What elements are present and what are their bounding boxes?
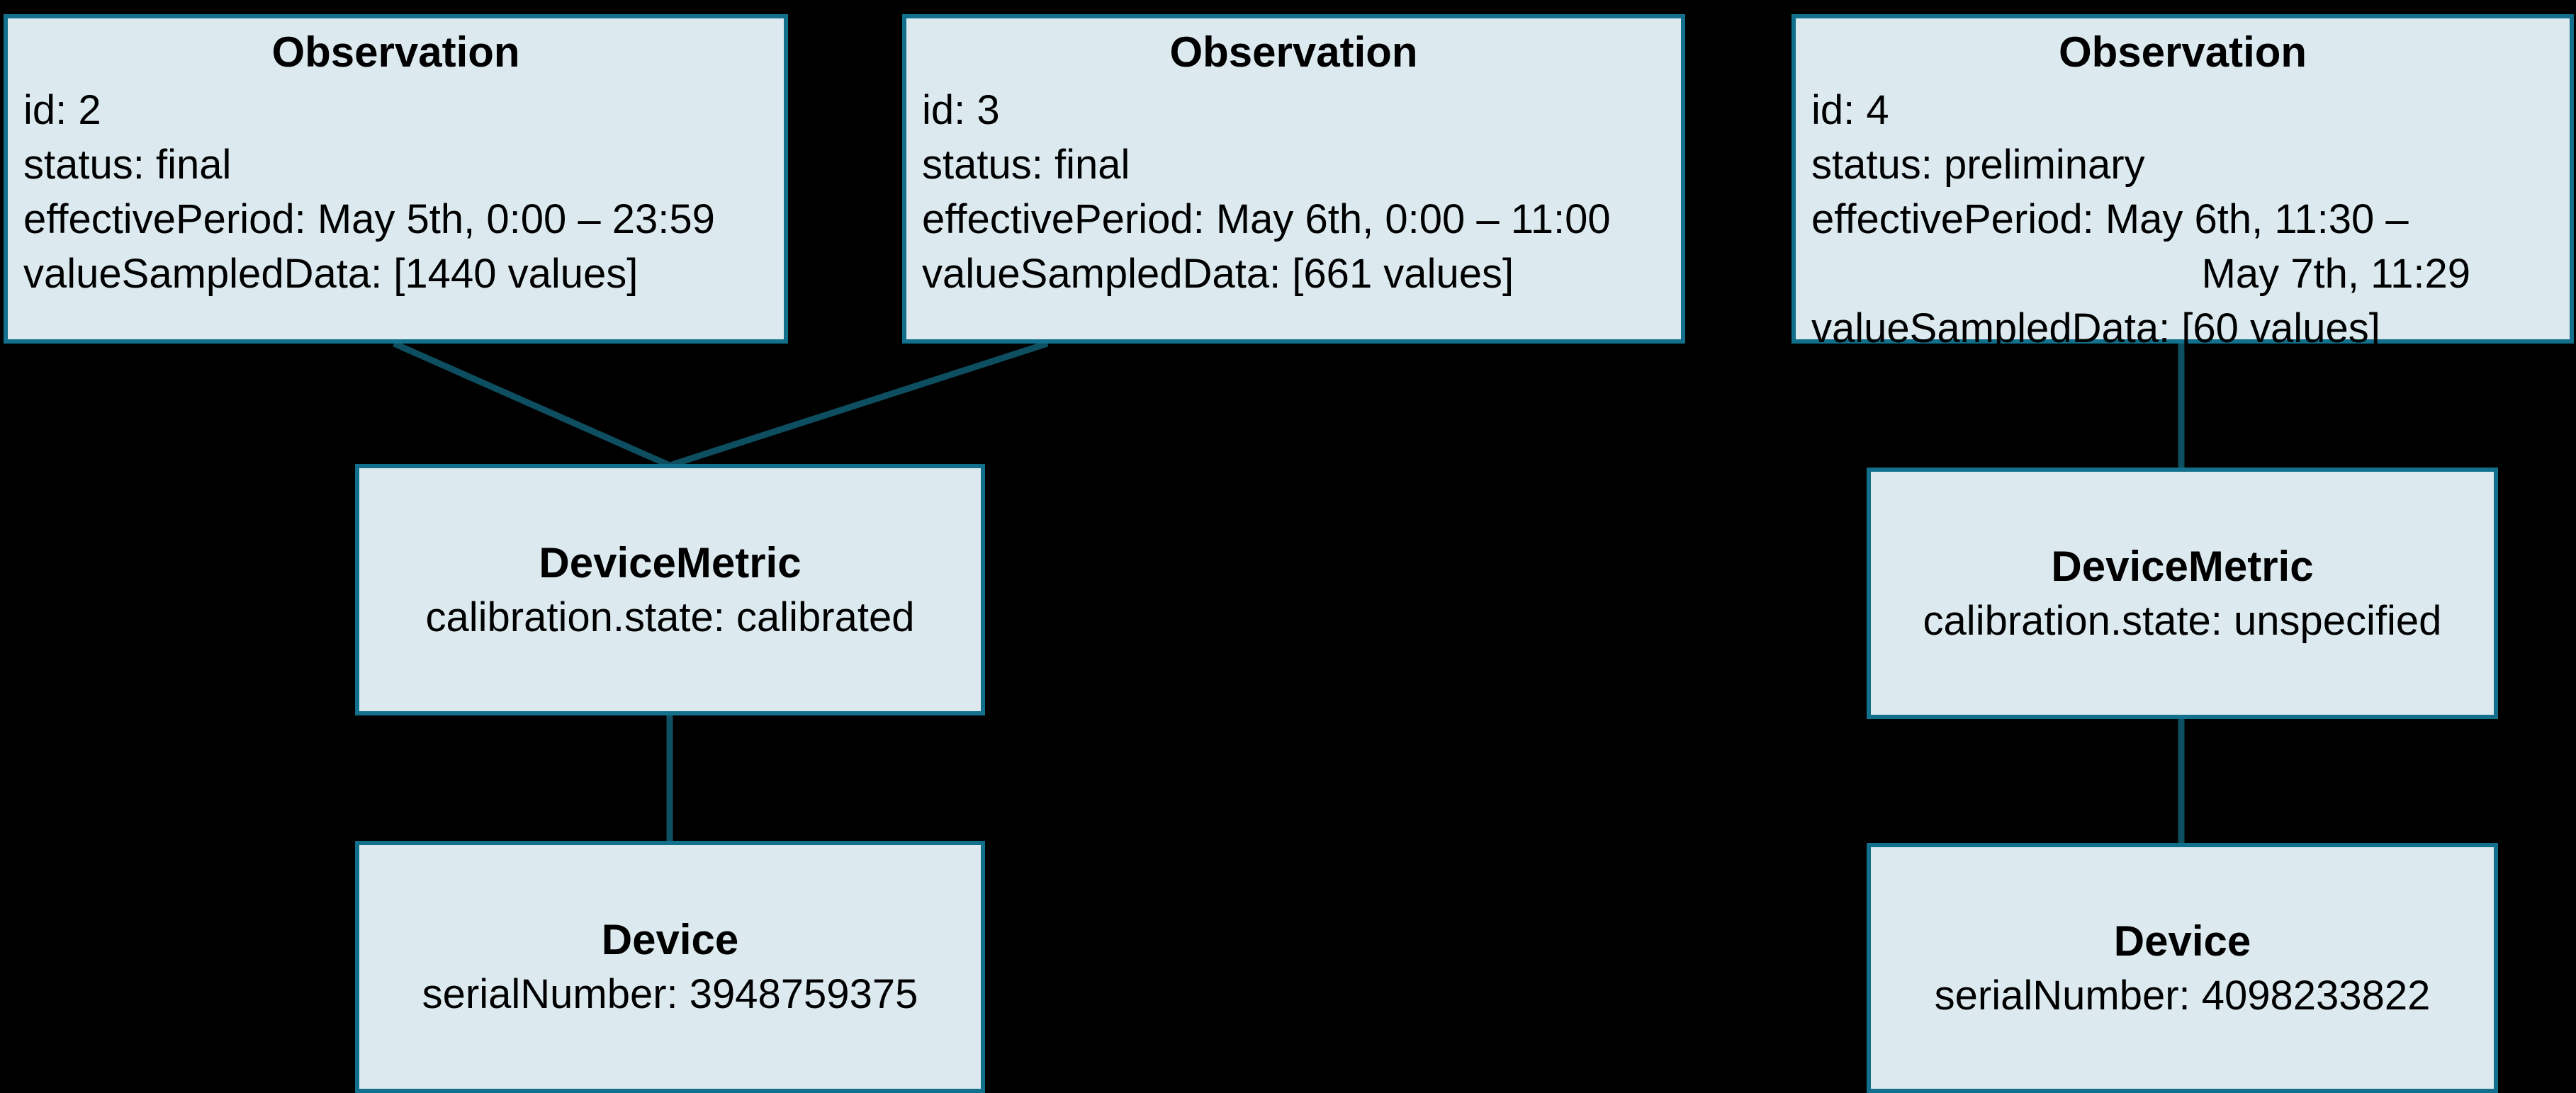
node-device-left[interactable]: Device serialNumber: 3948759375 [355,841,985,1093]
field-status: status: preliminary [1811,141,2145,188]
field-id: id: 4 [1811,86,1889,133]
node-title: Observation [2058,28,2307,76]
field-id: id: 3 [922,86,1000,133]
edge-observation1-to-devicemetric-left [393,340,671,469]
field-id: id: 2 [23,86,101,133]
node-title: Observation [1169,28,1418,76]
field-effective-period: effectivePeriod: May 6th, 11:30 – [1811,196,2409,243]
field-serial-number: serialNumber: 4098233822 [1934,972,2431,1019]
node-observation-1[interactable]: Observation id: 2 status: final effectiv… [4,14,788,344]
field-value-sampled-data: valueSampledData: [60 values] [1811,305,2380,352]
node-title: Device [601,916,739,964]
field-calibration-state: calibration.state: calibrated [425,594,915,640]
field-calibration-state: calibration.state: unspecified [1923,597,2442,644]
field-effective-period: effectivePeriod: May 5th, 0:00 – 23:59 [23,196,715,243]
node-title: DeviceMetric [2051,542,2314,590]
field-effective-period-continued: May 7th, 11:29 [2201,251,2470,298]
node-devicemetric-right[interactable]: DeviceMetric calibration.state: unspecif… [1867,468,2498,719]
node-title: DeviceMetric [539,538,802,587]
node-device-right[interactable]: Device serialNumber: 4098233822 [1867,843,2498,1093]
field-serial-number: serialNumber: 3948759375 [422,971,918,1018]
field-effective-period: effectivePeriod: May 6th, 0:00 – 11:00 [922,196,1611,243]
node-observation-2[interactable]: Observation id: 3 status: final effectiv… [902,14,1685,344]
field-value-sampled-data: valueSampledData: [661 values] [922,251,1514,298]
field-status: status: final [23,141,232,188]
edge-observation2-to-devicemetric-left [668,340,1049,469]
field-status: status: final [922,141,1130,188]
node-title: Device [2113,917,2251,965]
field-value-sampled-data: valueSampledData: [1440 values] [23,251,639,298]
node-devicemetric-left[interactable]: DeviceMetric calibration.state: calibrat… [355,464,985,715]
node-observation-3[interactable]: Observation id: 4 status: preliminary ef… [1792,14,2574,351]
node-title: Observation [271,28,520,76]
